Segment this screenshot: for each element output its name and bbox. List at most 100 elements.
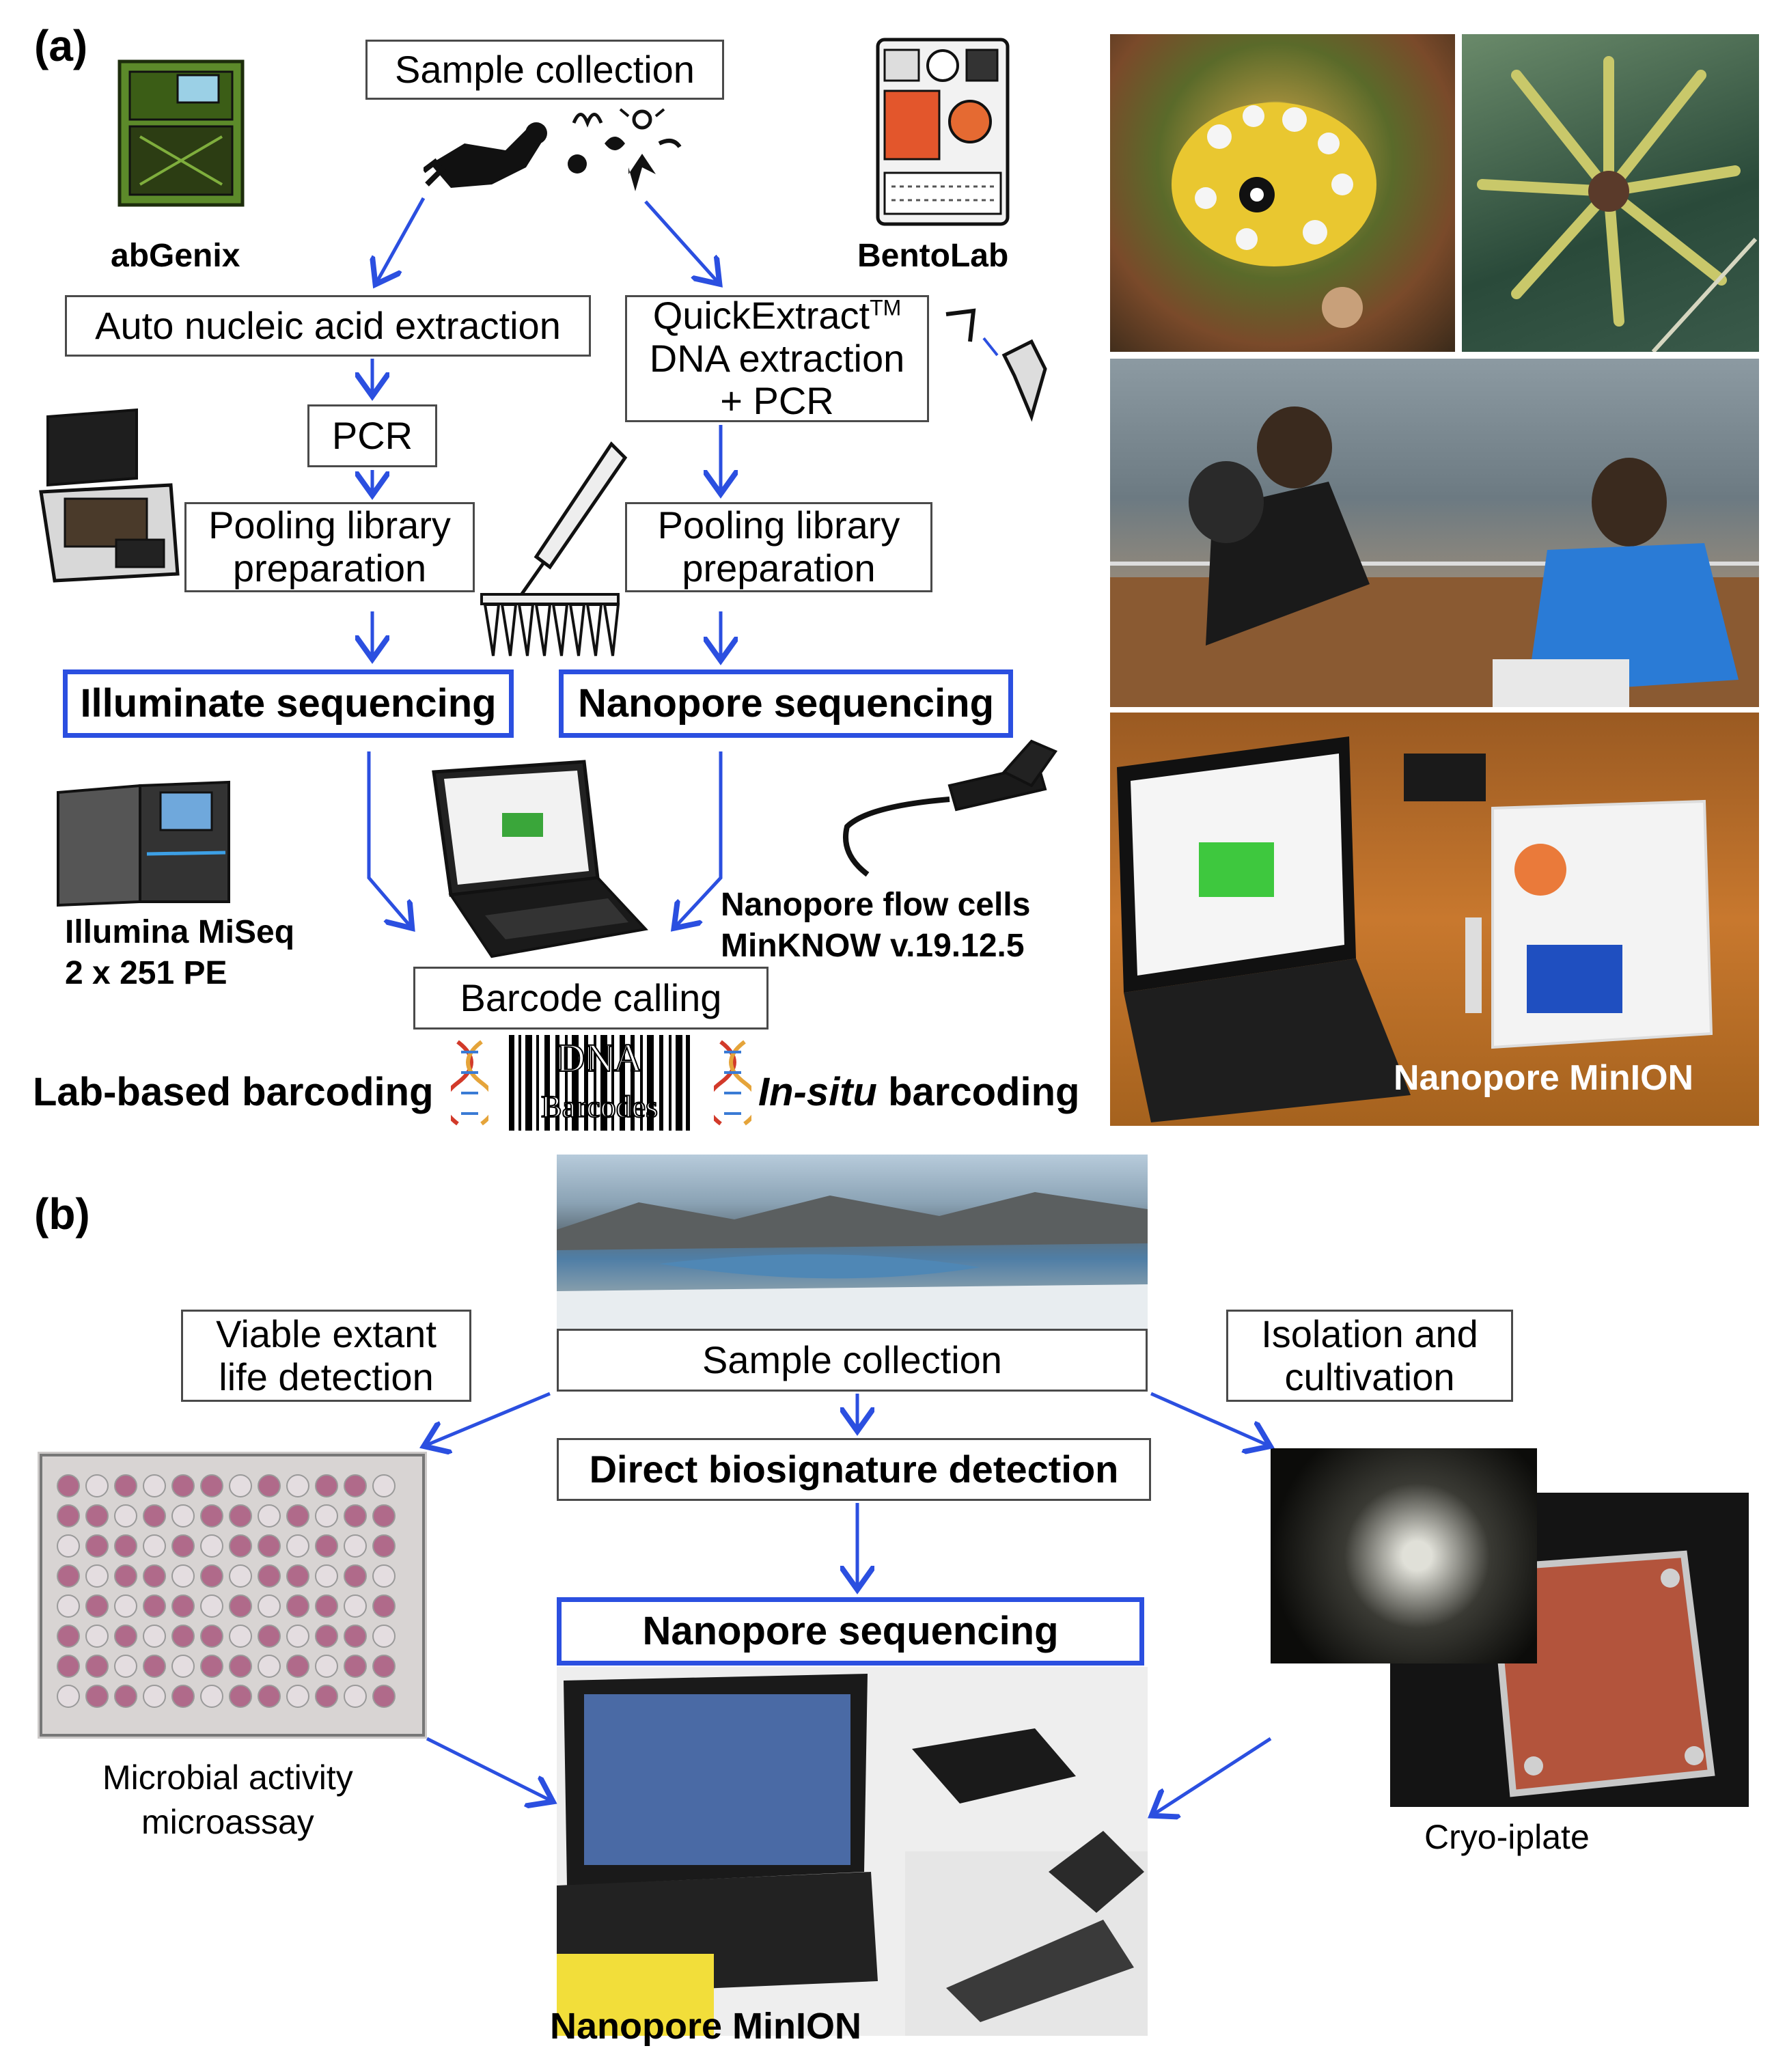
nanopore-sequencing-box-b: Nanopore sequencing: [557, 1597, 1144, 1666]
microplate-well: [57, 1474, 80, 1497]
arrow-cryo-to-minion: [1154, 1737, 1272, 1814]
microplate-well: [344, 1534, 367, 1558]
microplate-photo: [38, 1452, 427, 1739]
microplate-well: [200, 1564, 223, 1588]
feather-star-photo: [1462, 34, 1759, 352]
pooling-library-right-box: Pooling library preparation: [625, 502, 932, 592]
microplate-well: [85, 1685, 109, 1708]
diver-and-organisms-illustration: [421, 102, 683, 205]
microplate-well: [229, 1625, 252, 1648]
microbial-line2: microassay: [141, 1803, 314, 1841]
microplate-well: [171, 1474, 195, 1497]
microplate-well: [171, 1504, 195, 1528]
microplate-well: [372, 1504, 396, 1528]
microplate-well: [143, 1594, 166, 1618]
microplate-well: [200, 1534, 223, 1558]
microplate-well: [258, 1474, 281, 1497]
microplate-well: [372, 1625, 396, 1648]
isolation-line2: cultivation: [1284, 1355, 1455, 1398]
microplate-well: [57, 1564, 80, 1588]
microplate-well: [229, 1685, 252, 1708]
viable-life-detection-box: Viable extant life detection: [181, 1310, 471, 1402]
pooling-left-line1: Pooling library: [208, 503, 451, 547]
microplate-well: [315, 1474, 338, 1497]
microplate-well: [143, 1534, 166, 1558]
microplate-well: [57, 1685, 80, 1708]
quickextract-line3: + PCR: [720, 379, 834, 423]
minion-laptop-photo: [557, 1667, 1148, 2036]
trademark-mark: TM: [870, 295, 902, 320]
microplate-well: [171, 1564, 195, 1588]
microplate-well: [258, 1685, 281, 1708]
illumina-line1: Illumina MiSeq: [65, 914, 295, 950]
microplate-well: [114, 1504, 137, 1528]
viable-line1: Viable extant: [216, 1312, 437, 1355]
thermocycler-image: [34, 403, 184, 588]
pcr-strip-tubes-illustration: [478, 591, 622, 663]
minion-caption-b: Nanopore MinION: [550, 2006, 861, 2047]
nanopore-sequencing-box-a: Nanopore sequencing: [559, 669, 1013, 738]
bentolab-instrument-image: [868, 33, 1018, 231]
microplate-well: [286, 1504, 309, 1528]
microplate-well: [200, 1504, 223, 1528]
microplate-well: [258, 1655, 281, 1678]
sample-collection-box: Sample collection: [365, 40, 724, 100]
pooling-right-line1: Pooling library: [657, 503, 900, 547]
microplate-well: [200, 1625, 223, 1648]
minion-setup-photo: Nanopore MinION: [1110, 713, 1759, 1126]
microplate-well: [286, 1625, 309, 1648]
microplate-well: [344, 1655, 367, 1678]
microplate-well: [286, 1474, 309, 1497]
microplate-well: [200, 1685, 223, 1708]
microplate-well: [315, 1594, 338, 1618]
microplate-well: [315, 1534, 338, 1558]
dna-logo-text-top: DNA: [556, 1035, 643, 1081]
microplate-well: [143, 1564, 166, 1588]
laptop-illustration: [424, 758, 649, 963]
microplate-well: [344, 1625, 367, 1648]
microplate-well: [114, 1685, 137, 1708]
minion-photo-caption: Nanopore MinION: [1394, 1058, 1694, 1098]
microplate-well: [143, 1625, 166, 1648]
microbial-line1: Microbial activity: [102, 1758, 353, 1797]
pcr-box: PCR: [307, 404, 437, 467]
microplate-well: [171, 1625, 195, 1648]
pooling-left-line2: preparation: [232, 547, 427, 590]
barcode-calling-box: Barcode calling: [413, 967, 769, 1030]
in-situ-emphasis: In-situ: [758, 1070, 877, 1114]
arrow-sample-to-microplate: [427, 1392, 551, 1445]
microplate-well: [315, 1655, 338, 1678]
microplate-well: [171, 1655, 195, 1678]
microplate-well: [200, 1474, 223, 1497]
microplate-well: [229, 1474, 252, 1497]
flowcells-line2: MinKNOW v.19.12.5: [721, 928, 1025, 964]
dna-barcodes-logo: DNA Barcodes: [509, 1035, 690, 1131]
abgenix-caption: abGenix: [111, 238, 240, 274]
arrow-microplate-to-minion: [426, 1737, 550, 1800]
microplate-well: [114, 1564, 137, 1588]
microplate-well: [85, 1564, 109, 1588]
microplate-well: [85, 1625, 109, 1648]
microplate-well: [114, 1474, 137, 1497]
microplate-well: [171, 1685, 195, 1708]
microplate-well: [286, 1564, 309, 1588]
lab-based-barcoding-label: Lab-based barcoding: [33, 1070, 434, 1114]
microplate-well: [114, 1625, 137, 1648]
abgenix-instrument-image: [113, 48, 249, 212]
microplate-well: [344, 1474, 367, 1497]
viable-line2: life detection: [219, 1355, 434, 1398]
microplate-well: [258, 1534, 281, 1558]
microplate-well: [372, 1594, 396, 1618]
microplate-well: [372, 1564, 396, 1588]
microplate-well: [344, 1564, 367, 1588]
microplate-well: [85, 1504, 109, 1528]
microplate-well: [85, 1594, 109, 1618]
microplate-well: [229, 1655, 252, 1678]
microplate-well: [258, 1564, 281, 1588]
microplate-well: [57, 1594, 80, 1618]
microplate-well: [315, 1504, 338, 1528]
microplate-well: [57, 1625, 80, 1648]
microplate-well: [143, 1655, 166, 1678]
auto-extraction-box: Auto nucleic acid extraction: [65, 295, 591, 357]
nanopore-device-illustration: [827, 738, 1059, 881]
